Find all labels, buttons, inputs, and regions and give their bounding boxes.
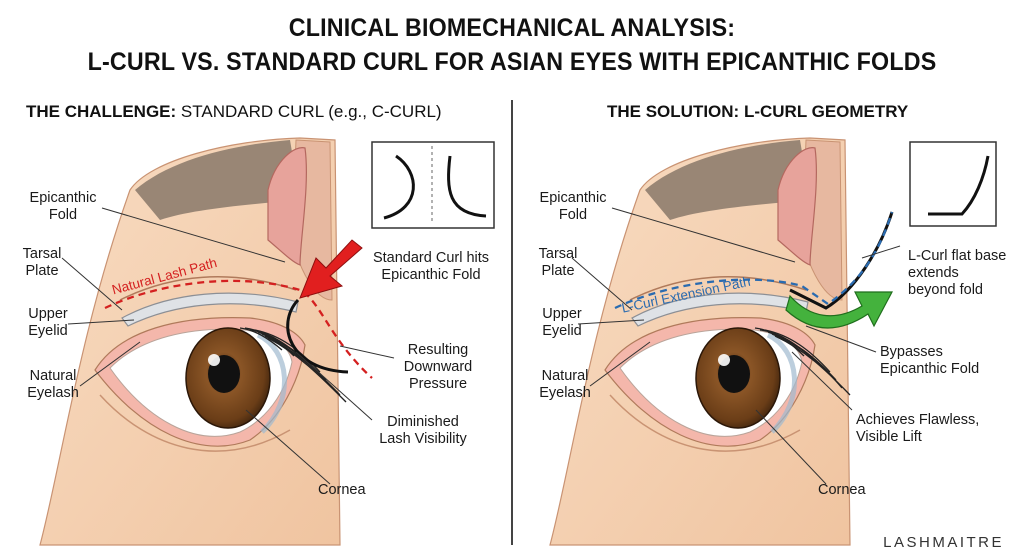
left-eye-drawing [39, 137, 495, 546]
right-panel-heading: THE SOLUTION: L-CURL GEOMETRY [607, 102, 908, 122]
brand-logo: LASHMAITRE [883, 534, 1004, 551]
left-leader-lines [61, 207, 395, 485]
left-label-tarsal-plate: Tarsal Plate [22, 246, 62, 279]
left-panel-heading: THE CHALLENGE: STANDARD CURL (e.g., C-CU… [26, 102, 442, 122]
right-curl-inset [909, 141, 997, 227]
left-epicanthic-fold [267, 147, 307, 266]
page-title-line2: L-CURL VS. STANDARD CURL FOR ASIAN EYES … [87, 48, 937, 76]
right-upper-lid-crease [629, 276, 807, 301]
left-cornea [256, 332, 287, 434]
left-standard-curl [286, 298, 349, 374]
left-eye-glint [208, 354, 220, 366]
right-eye-glint [718, 354, 730, 366]
right-label-cornea: Cornea [818, 482, 866, 498]
right-label-achieves-lift: Achieves Flawless, Visible Lift [856, 412, 980, 445]
right-eye-drawing [549, 137, 997, 546]
left-label-upper-eyelid: Upper Eyelid [28, 306, 68, 339]
right-label-epicanthic-fold: Epicanthic Fold [539, 190, 607, 223]
left-label-cornea: Cornea [318, 482, 366, 498]
left-curl-inset [371, 141, 495, 229]
left-brow-shadow [135, 140, 300, 220]
left-tarsal-plate [121, 292, 299, 327]
left-label-resulting-pressure: Resulting Downward Pressure [403, 342, 473, 392]
right-leader-lines [571, 207, 901, 485]
right-cornea [766, 332, 797, 434]
right-green-arrow [785, 291, 893, 329]
right-epicanthic-fold [777, 147, 817, 266]
left-heading-bold: THE CHALLENGE: [26, 102, 177, 121]
left-heading-rest: STANDARD CURL (e.g., C-CURL) [176, 102, 442, 121]
page-title-line1: CLINICAL BIOMECHANICAL ANALYSIS: [288, 14, 736, 42]
left-label-standard-curl-hits: Standard Curl hits Epicanthic Fold [372, 250, 490, 283]
left-label-natural-eyelash: Natural Eyelash [27, 368, 79, 401]
right-label-natural-eyelash: Natural Eyelash [539, 368, 591, 401]
right-label-flat-base: L-Curl flat base extends beyond fold [908, 248, 1007, 298]
left-lower-lid [99, 394, 291, 452]
left-label-epicanthic-fold: Epicanthic Fold [29, 190, 97, 223]
panel-divider [511, 100, 513, 545]
right-lower-lid [609, 394, 801, 452]
right-brow-shadow [645, 140, 810, 220]
right-label-upper-eyelid: Upper Eyelid [542, 306, 582, 339]
left-label-diminished-visibility: Diminished Lash Visibility [379, 414, 467, 447]
right-heading-text: THE SOLUTION: L-CURL GEOMETRY [607, 102, 909, 121]
right-label-tarsal-plate: Tarsal Plate [538, 246, 578, 279]
right-lashes [754, 327, 851, 396]
right-label-bypasses: Bypasses Epicanthic Fold [880, 344, 980, 377]
left-natural-lash-path-line [104, 279, 373, 379]
left-red-arrow [299, 239, 363, 299]
